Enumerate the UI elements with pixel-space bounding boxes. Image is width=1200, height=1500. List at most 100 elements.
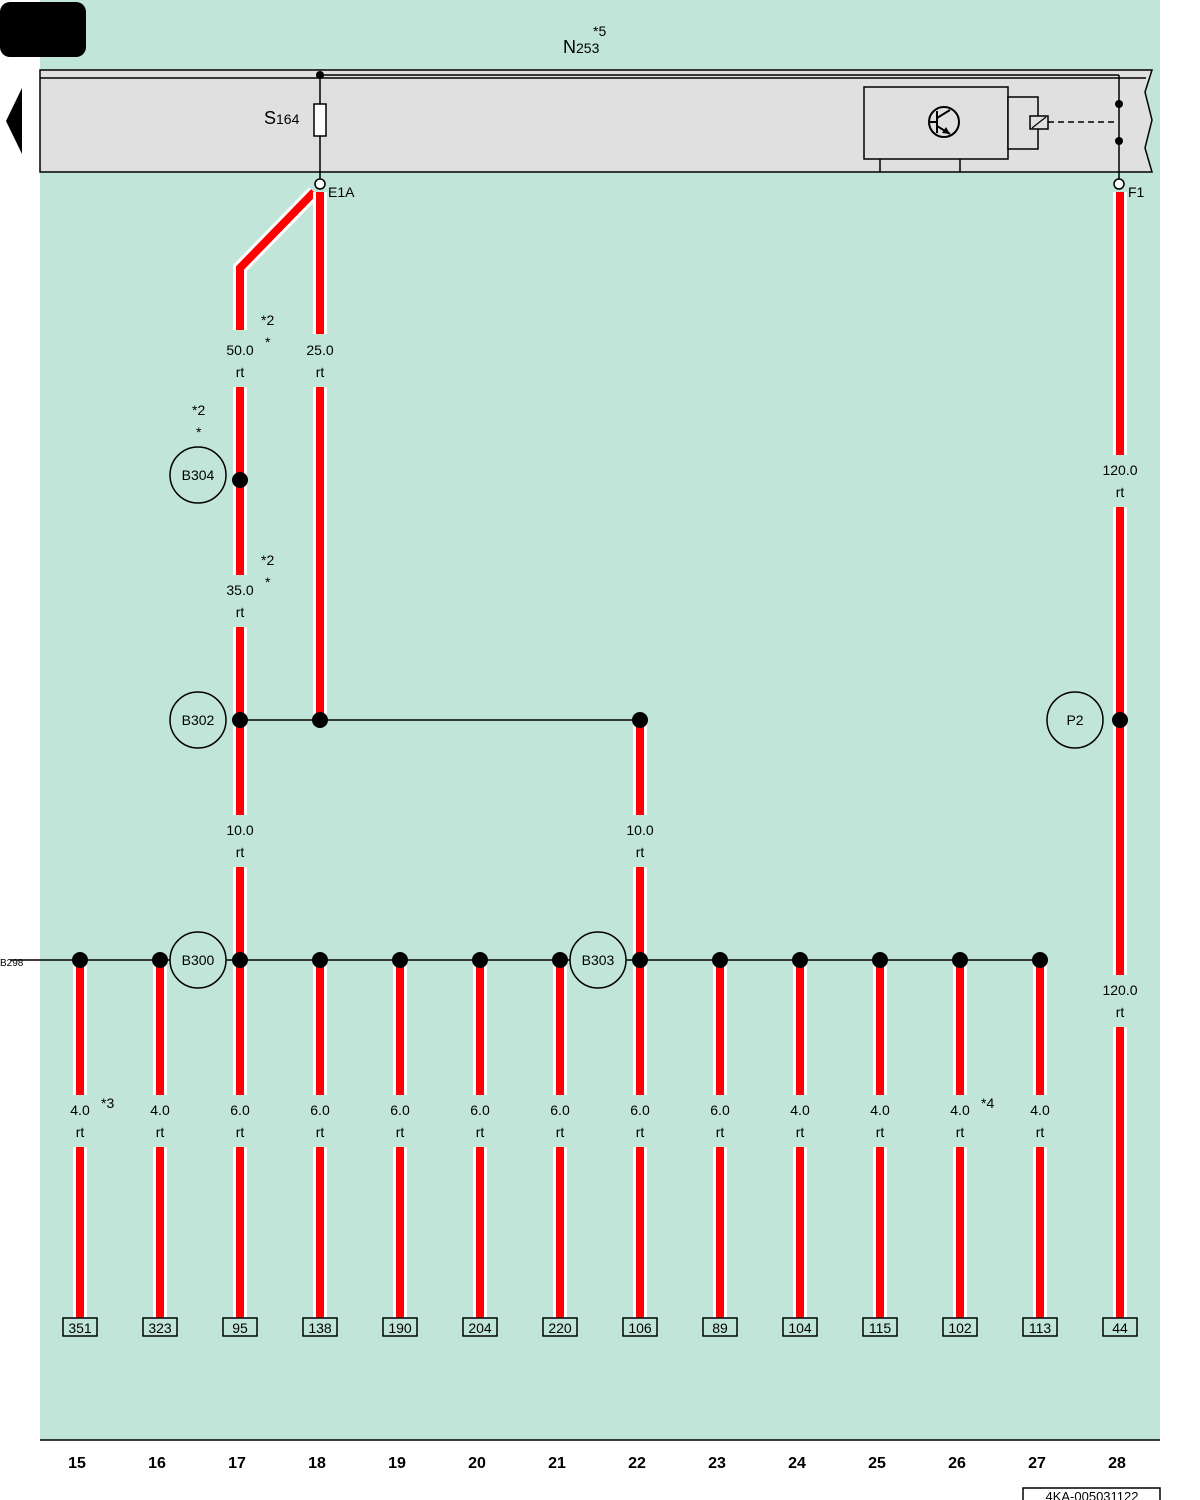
wire-color-label: rt xyxy=(636,844,645,860)
branch-color-label: rt xyxy=(476,1124,485,1140)
svg-text:104: 104 xyxy=(788,1320,812,1336)
svg-text:323: 323 xyxy=(148,1320,172,1336)
module-footnote: *5 xyxy=(593,23,606,39)
terminal-102[interactable]: 102 xyxy=(942,1317,978,1337)
column-number: 28 xyxy=(1108,1455,1126,1472)
terminal-220[interactable]: 220 xyxy=(542,1317,578,1337)
pin-f1 xyxy=(1113,178,1125,190)
branch-footnote: *4 xyxy=(981,1095,994,1111)
triangle-left-icon[interactable] xyxy=(6,88,22,154)
splice-b304[interactable]: B304 xyxy=(169,446,227,504)
svg-text:B303: B303 xyxy=(582,952,615,968)
terminal-351[interactable]: 351 xyxy=(62,1317,98,1337)
column-number: 15 xyxy=(68,1455,86,1472)
svg-text:351: 351 xyxy=(68,1320,92,1336)
svg-text:P2: P2 xyxy=(1066,712,1083,728)
junction-dot xyxy=(232,472,248,488)
branch-size-label: 6.0 xyxy=(630,1102,650,1118)
branch-size-label: 6.0 xyxy=(390,1102,410,1118)
terminal-106[interactable]: 106 xyxy=(622,1317,658,1337)
branch-size-label: 4.0 xyxy=(870,1102,890,1118)
splice-b303[interactable]: B303 xyxy=(569,931,627,989)
svg-text:190: 190 xyxy=(388,1320,412,1336)
branch-color-label: rt xyxy=(76,1124,85,1140)
branch-size-label: 4.0 xyxy=(70,1102,90,1118)
terminal-204[interactable]: 204 xyxy=(462,1317,498,1337)
wire-color-label: rt xyxy=(1116,1004,1125,1020)
wire-size-label: 120.0 xyxy=(1102,982,1137,998)
terminal-323[interactable]: 323 xyxy=(142,1317,178,1337)
junction-dot xyxy=(792,952,808,968)
wire-size-label: 10.0 xyxy=(226,822,253,838)
branch-size-label: 4.0 xyxy=(1030,1102,1050,1118)
splice-p2[interactable]: P2 xyxy=(1046,691,1104,749)
branch-footnote: *3 xyxy=(101,1095,114,1111)
terminal-190[interactable]: 190 xyxy=(382,1317,418,1337)
svg-text:220: 220 xyxy=(548,1320,572,1336)
column-number: 21 xyxy=(548,1455,566,1472)
wire-50-rt xyxy=(233,187,320,330)
terminal-138[interactable]: 138 xyxy=(302,1317,338,1337)
terminal-44[interactable]: 44 xyxy=(1102,1317,1138,1337)
column-number: 22 xyxy=(628,1455,646,1472)
terminal-95[interactable]: 95 xyxy=(222,1317,258,1337)
column-number: 23 xyxy=(708,1455,726,1472)
svg-text:106: 106 xyxy=(628,1320,652,1336)
svg-text:B300: B300 xyxy=(182,952,215,968)
wire-color-label: rt xyxy=(1116,484,1125,500)
terminal-89[interactable]: 89 xyxy=(702,1317,738,1337)
corner-tab[interactable] xyxy=(0,2,86,57)
column-number: 16 xyxy=(148,1455,166,1472)
svg-text:95: 95 xyxy=(232,1320,248,1336)
wire-color-label: rt xyxy=(236,604,245,620)
branch-size-label: 4.0 xyxy=(150,1102,170,1118)
branch-color-label: rt xyxy=(556,1124,565,1140)
junction-dot xyxy=(872,952,888,968)
junction-dot xyxy=(1112,712,1128,728)
junction-dot xyxy=(632,712,648,728)
svg-text:89: 89 xyxy=(712,1320,728,1336)
splice-b302[interactable]: B302 xyxy=(169,691,227,749)
terminal-113[interactable]: 113 xyxy=(1022,1317,1058,1337)
pin-label-f1: F1 xyxy=(1128,184,1145,200)
splice-footnote: *2 xyxy=(192,402,205,418)
wire-color-label: rt xyxy=(316,364,325,380)
branch-size-label: 6.0 xyxy=(710,1102,730,1118)
branch-size-label: 6.0 xyxy=(470,1102,490,1118)
column-number: 17 xyxy=(228,1455,246,1472)
junction-dot xyxy=(72,952,88,968)
pin-e1a xyxy=(314,178,326,190)
junction-dot xyxy=(392,952,408,968)
column-number: 25 xyxy=(868,1455,886,1472)
branch-size-label: 4.0 xyxy=(790,1102,810,1118)
junction-dot xyxy=(152,952,168,968)
svg-text:102: 102 xyxy=(948,1320,972,1336)
branch-color-label: rt xyxy=(796,1124,805,1140)
footer-code: 4KA-005031122 xyxy=(1045,1489,1138,1500)
svg-text:B304: B304 xyxy=(182,467,215,483)
branch-color-label: rt xyxy=(956,1124,965,1140)
junction-dot xyxy=(552,952,568,968)
junction-dot xyxy=(232,952,248,968)
junction-dot xyxy=(632,952,648,968)
branch-size-label: 4.0 xyxy=(950,1102,970,1118)
module-label: N253 xyxy=(563,37,600,57)
splice-b300[interactable]: B300 xyxy=(169,931,227,989)
junction-dot xyxy=(952,952,968,968)
splice-footnote: * xyxy=(196,424,202,440)
column-number: 18 xyxy=(308,1455,326,1472)
branch-color-label: rt xyxy=(1036,1124,1045,1140)
junction-dot xyxy=(312,952,328,968)
branch-color-label: rt xyxy=(316,1124,325,1140)
column-number: 19 xyxy=(388,1455,406,1472)
terminal-115[interactable]: 115 xyxy=(862,1317,898,1337)
terminal-104[interactable]: 104 xyxy=(782,1317,818,1337)
wire-color-label: rt xyxy=(236,364,245,380)
splice-ref-b298[interactable]: B298 xyxy=(0,958,24,969)
wire-size-label: 120.0 xyxy=(1102,462,1137,478)
svg-text:B302: B302 xyxy=(182,712,215,728)
wire-footnote: * xyxy=(265,574,271,590)
branch-color-label: rt xyxy=(396,1124,405,1140)
fuse-icon xyxy=(313,103,327,137)
